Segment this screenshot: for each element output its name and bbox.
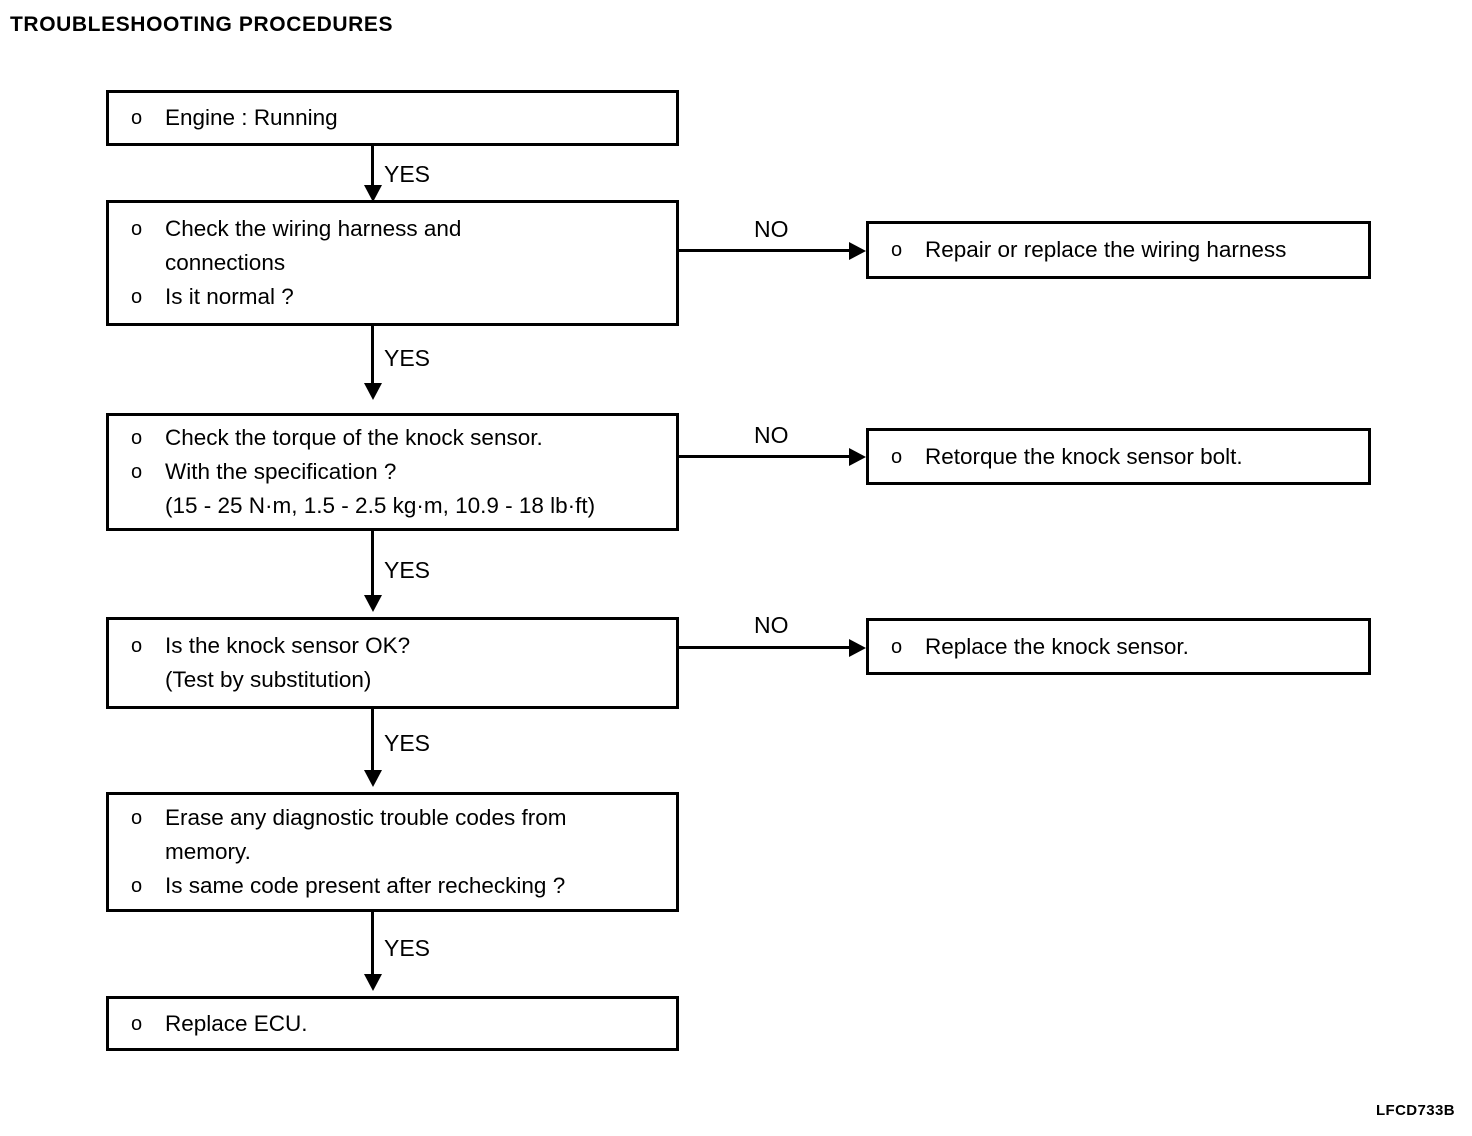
bullet-marker: o <box>131 875 143 897</box>
arrow-head-n4-r3 <box>849 639 866 657</box>
node-line-text: Replace the knock sensor. <box>925 633 1189 659</box>
arrow-head-n3-n4 <box>364 595 382 612</box>
node-line-text: Check the wiring harness and <box>165 216 462 241</box>
edge-label-no-n4-r3: NO <box>754 612 789 638</box>
node-text-block: o Retorque the knock sensor bolt. <box>891 440 1360 474</box>
arrow-head-n3-r2 <box>849 448 866 466</box>
bullet-marker: o <box>131 635 143 657</box>
figure-reference-code: LFCD733B <box>1375 1102 1455 1119</box>
node-line-text: Engine : Running <box>165 105 338 130</box>
node-line: o Check the torque of the knock sensor. <box>131 421 668 455</box>
node-line: o Is the knock sensor OK? <box>131 629 668 663</box>
node-text-block: o Check the wiring harness and connectio… <box>131 212 668 314</box>
node-line: o Replace the knock sensor. <box>891 630 1360 664</box>
edge-line-n4-n5 <box>371 709 374 781</box>
flow-node-engine-running: o Engine : Running <box>106 90 679 146</box>
node-line: o Is it normal ? <box>131 280 668 314</box>
arrow-head-n1-n2 <box>364 185 382 202</box>
node-line-text: Is it normal ? <box>165 284 294 309</box>
node-text-block: o Repair or replace the wiring harness <box>891 233 1360 267</box>
bullet-marker: o <box>131 286 143 308</box>
edge-line-n4-r3 <box>679 646 851 649</box>
edge-line-n2-n3 <box>371 326 374 394</box>
bullet-marker: o <box>131 807 143 829</box>
node-text-block: o Check the torque of the knock sensor. … <box>131 421 668 523</box>
node-line-text: (Test by substitution) <box>165 667 372 692</box>
flow-node-is-knock-sensor-ok: o Is the knock sensor OK? (Test by subst… <box>106 617 679 709</box>
node-line: o Repair or replace the wiring harness <box>891 233 1360 267</box>
node-line-text: Check the torque of the knock sensor. <box>165 425 543 450</box>
flow-node-repair-or-replace-wiring-harness: o Repair or replace the wiring harness <box>866 221 1371 279</box>
flow-node-retorque-knock-sensor-bolt: o Retorque the knock sensor bolt. <box>866 428 1371 485</box>
node-line-text: Retorque the knock sensor bolt. <box>925 443 1243 469</box>
node-text-block: o Is the knock sensor OK? (Test by subst… <box>131 629 668 697</box>
node-line-text: connections <box>165 250 286 275</box>
node-line-text: (15 - 25 N·m, 1.5 - 2.5 kg·m, 10.9 - 18 … <box>165 493 596 518</box>
edge-label-no-n3-r2: NO <box>754 422 789 448</box>
edge-line-n2-r1 <box>679 249 851 252</box>
node-line-text: Is the knock sensor OK? <box>165 633 411 658</box>
node-text-block: o Engine : Running <box>131 101 668 135</box>
node-line-text: memory. <box>165 839 251 864</box>
bullet-marker: o <box>131 218 143 240</box>
edge-line-n1-n2 <box>371 146 374 198</box>
edge-label-yes-n4-n5: YES <box>384 730 431 756</box>
flow-node-check-torque: o Check the torque of the knock sensor. … <box>106 413 679 531</box>
edge-label-yes-n2-n3: YES <box>384 345 431 371</box>
node-line: o With the specification ? <box>131 455 668 489</box>
node-line: connections <box>131 246 668 280</box>
node-line: o Retorque the knock sensor bolt. <box>891 440 1360 474</box>
bullet-marker: o <box>891 445 903 468</box>
arrow-head-n4-n5 <box>364 770 382 787</box>
edge-label-yes-n5-n6: YES <box>384 935 431 961</box>
arrow-head-n2-n3 <box>364 383 382 400</box>
bullet-marker: o <box>891 239 903 261</box>
node-line-torque-spec: (15 - 25 N·m, 1.5 - 2.5 kg·m, 10.9 - 18 … <box>131 489 668 523</box>
flow-node-replace-ecu: o Replace ECU. <box>106 996 679 1051</box>
node-text-block: o Erase any diagnostic trouble codes fro… <box>131 801 668 903</box>
arrow-head-n2-r1 <box>849 242 866 260</box>
node-line: o Is same code present after rechecking … <box>131 869 668 903</box>
bullet-marker: o <box>131 1012 143 1035</box>
edge-label-no-n2-r1: NO <box>754 216 789 242</box>
node-line-text: Repair or replace the wiring harness <box>925 237 1287 262</box>
page-title: TROUBLESHOOTING PROCEDURES <box>10 13 394 36</box>
node-line: memory. <box>131 835 668 869</box>
node-line: o Check the wiring harness and <box>131 212 668 246</box>
bullet-marker: o <box>131 461 143 483</box>
edge-line-n5-n6 <box>371 912 374 984</box>
arrow-head-n5-n6 <box>364 974 382 991</box>
node-text-block: o Replace the knock sensor. <box>891 630 1360 664</box>
node-line: o Replace ECU. <box>131 1007 668 1041</box>
edge-label-yes-n1-n2: YES <box>384 161 431 187</box>
node-line-text: Erase any diagnostic trouble codes from <box>165 805 567 830</box>
flow-node-check-wiring-harness: o Check the wiring harness and connectio… <box>106 200 679 326</box>
node-line-text: Is same code present after rechecking ? <box>165 873 566 898</box>
bullet-marker: o <box>891 635 903 658</box>
node-text-block: o Replace ECU. <box>131 1007 668 1041</box>
node-line: (Test by substitution) <box>131 663 668 697</box>
edge-line-n3-r2 <box>679 455 851 458</box>
flow-node-erase-trouble-codes: o Erase any diagnostic trouble codes fro… <box>106 792 679 912</box>
edge-label-yes-n3-n4: YES <box>384 557 431 583</box>
node-line: o Erase any diagnostic trouble codes fro… <box>131 801 668 835</box>
bullet-marker: o <box>131 427 143 449</box>
bullet-marker: o <box>131 107 143 129</box>
edge-line-n3-n4 <box>371 531 374 601</box>
node-line-text: Replace ECU. <box>165 1010 308 1036</box>
node-line-text: With the specification ? <box>165 459 397 484</box>
flow-node-replace-knock-sensor: o Replace the knock sensor. <box>866 618 1371 675</box>
node-line: o Engine : Running <box>131 101 668 135</box>
